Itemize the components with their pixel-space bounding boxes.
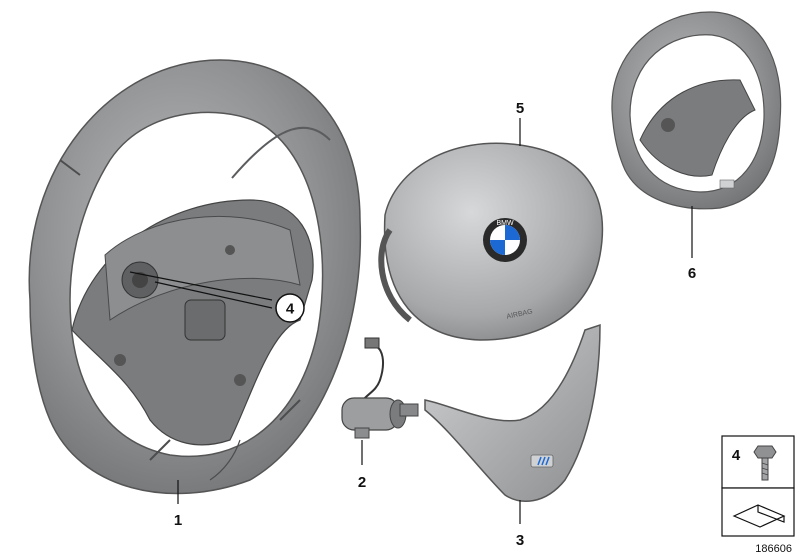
callout-5: 5 — [516, 100, 524, 117]
callout-3: 3 — [516, 532, 524, 549]
callout-circle-4 — [275, 293, 305, 323]
airbag-module: BMW AIRBAG 5 — [378, 100, 604, 341]
contact-unit — [341, 337, 419, 439]
screw-leader: 4 — [129, 271, 305, 323]
diagram-id: 186606 — [755, 543, 792, 555]
bmw-logo-text: BMW — [496, 220, 514, 227]
callouts: 1 2 3 6 — [174, 206, 696, 549]
callout-6: 6 — [688, 265, 696, 282]
legend-box: 4 — [721, 435, 795, 537]
trim-cover — [424, 323, 601, 502]
bracket-icon — [732, 504, 786, 528]
callout-2: 2 — [358, 474, 366, 491]
legend-label-4: 4 — [732, 447, 741, 464]
callout-1: 1 — [174, 512, 182, 529]
screw-icon — [753, 445, 777, 481]
steering-wheel-small — [611, 11, 782, 210]
steering-wheel-large — [28, 59, 362, 495]
callout-4-circled: 4 — [286, 301, 295, 318]
